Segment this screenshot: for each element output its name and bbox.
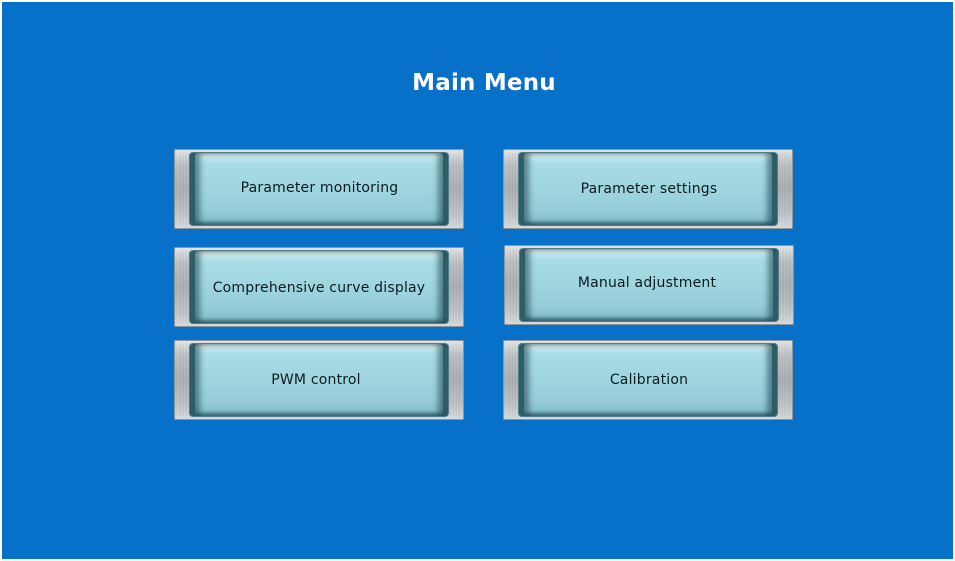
parameter-settings-button[interactable]: Parameter settings [503,149,793,229]
page-title: Main Menu [412,70,556,96]
pwm-control-button[interactable]: PWM control [174,340,464,420]
comprehensive-curve-display-button[interactable]: Comprehensive curve display [174,247,464,327]
button-face [190,344,448,416]
parameter-monitoring-button[interactable]: Parameter monitoring [174,149,464,229]
calibration-button[interactable]: Calibration [503,340,793,420]
button-face [519,153,777,225]
button-face [190,153,448,225]
manual-adjustment-button[interactable]: Manual adjustment [504,245,794,325]
button-face [190,251,448,323]
button-face [519,344,777,416]
button-face [520,249,778,321]
